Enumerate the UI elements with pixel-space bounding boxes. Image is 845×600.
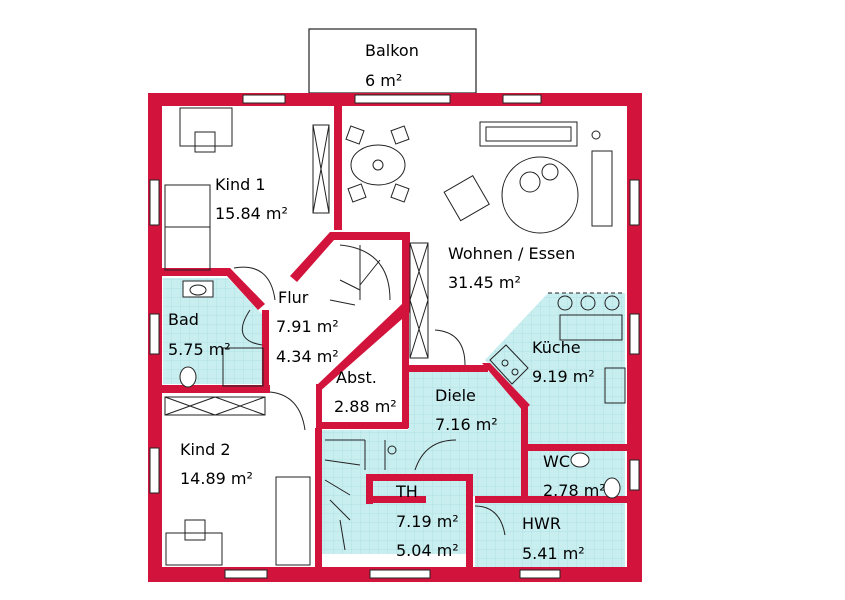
label-kueche-area: 9.19 m² (532, 367, 595, 386)
balcony-outline (308, 28, 477, 94)
label-flur-name: Flur (278, 288, 309, 307)
label-th-area: 7.19 m² (396, 512, 459, 531)
label-hwr-name: HWR (522, 514, 561, 533)
label-wohnen-area: 31.45 m² (448, 273, 521, 292)
interior-walls (162, 100, 627, 568)
tile-th (322, 430, 466, 554)
label-balkon-name: Balkon (365, 41, 419, 60)
label-kind2-area: 14.89 m² (180, 469, 253, 488)
label-wc-area: 2.78 m² (543, 481, 606, 500)
label-wc-name: WC (543, 452, 570, 471)
label-th-area2: 5.04 m² (396, 541, 459, 560)
tiled-floors (163, 278, 625, 567)
furniture (164, 107, 626, 566)
label-hwr-area: 5.41 m² (522, 544, 585, 563)
tile-kueche (485, 293, 625, 444)
label-flur-area2: 4.34 m² (276, 347, 339, 366)
label-balkon-area: 6 m² (365, 71, 402, 90)
label-kind2-name: Kind 2 (180, 440, 231, 459)
label-diele-area: 7.16 m² (435, 415, 498, 434)
label-abst-name: Abst. (336, 368, 377, 387)
label-flur-area: 7.91 m² (276, 317, 339, 336)
label-abst-area: 2.88 m² (334, 397, 397, 416)
label-kueche-name: Küche (532, 338, 581, 357)
label-bad-name: Bad (168, 310, 199, 329)
label-bad-area: 5.75 m² (168, 340, 231, 359)
room-labels: Balkon 6 m² Kind 1 15.84 m² Wohnen / Ess… (168, 41, 606, 563)
tile-bad (163, 278, 262, 384)
windows (149, 94, 640, 579)
tile-hwr (475, 503, 625, 567)
label-th-name: TH (395, 482, 418, 501)
label-diele-name: Diele (435, 386, 476, 405)
label-kind1-name: Kind 1 (215, 175, 266, 194)
label-kind1-area: 15.84 m² (215, 204, 288, 223)
label-wohnen-name: Wohnen / Essen (448, 244, 575, 263)
